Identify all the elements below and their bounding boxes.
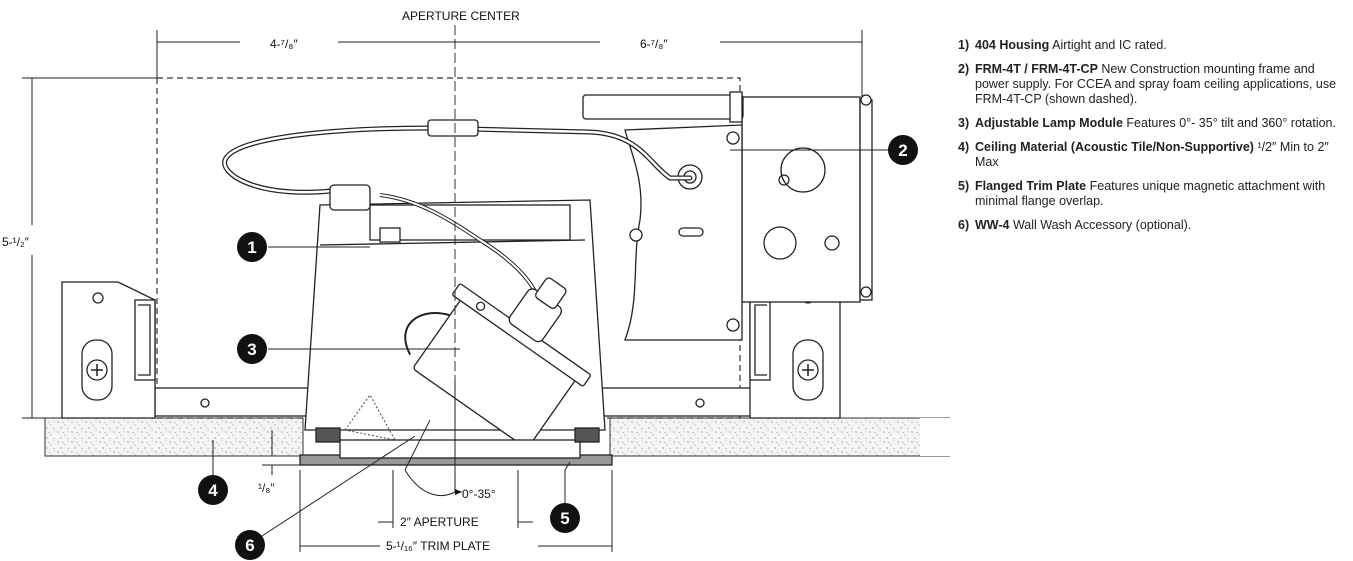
legend-item-2: 2) FRM-4T / FRM-4T-CP New Construction m… <box>958 62 1348 107</box>
svg-text:6: 6 <box>245 536 254 555</box>
callout-3: 3 <box>237 334 267 364</box>
ceiling-material <box>44 417 950 457</box>
legend-description: Features 0°- 35° tilt and 360° rotation. <box>1122 116 1336 130</box>
wall-wash-outline <box>344 394 396 441</box>
aperture-center-label: APERTURE CENTER <box>402 9 520 23</box>
legend-description: ¹/2″ Min to 2″ Max <box>975 140 1329 169</box>
svg-text:1: 1 <box>247 238 256 257</box>
svg-text:5: 5 <box>560 509 569 528</box>
svg-text:4: 4 <box>208 481 218 500</box>
callout-1: 1 <box>237 232 267 262</box>
gap-label: ¹/₈″ <box>258 481 275 495</box>
legend-number: 2) <box>958 62 970 76</box>
callout-4: 4 <box>198 475 228 505</box>
aperture-dimension <box>378 470 533 528</box>
callout-6: 6 <box>235 530 265 560</box>
legend-number: 1) <box>958 38 970 52</box>
legend-name: Flanged Trim Plate <box>975 179 1087 193</box>
legend-number: 3) <box>958 116 970 130</box>
callout-leaders <box>212 149 888 537</box>
legend-description: New Construction mounting frame and powe… <box>975 62 1337 106</box>
power-supply <box>582 91 873 341</box>
aperture-label: 2″ APERTURE <box>400 515 479 529</box>
legend-item-1: 1) 404 Housing Airtight and IC rated. <box>958 38 1348 53</box>
legend-item-3: 3) Adjustable Lamp Module Features 0°- 3… <box>958 116 1348 131</box>
legend-item-6: 6) WW-4 Wall Wash Accessory (optional). <box>958 218 1348 233</box>
legend-description: Airtight and IC rated. <box>1049 38 1167 52</box>
legend-name: 404 Housing <box>975 38 1050 52</box>
callout-5: 5 <box>550 503 580 533</box>
legend-item-5: 5) Flanged Trim Plate Features unique ma… <box>958 179 1348 209</box>
legend-name: FRM-4T / FRM-4T-CP <box>975 62 1098 76</box>
legend-number: 4) <box>958 140 970 154</box>
tilt-angle <box>404 380 462 496</box>
legend-number: 6) <box>958 218 970 232</box>
fixture-diagram: APERTURE CENTER 4-⁷/₈″ 6-⁷/₈″ 5-¹/₂″ ¹/₈… <box>2 9 950 560</box>
gap-dimension <box>262 430 300 475</box>
legend-description: Wall Wash Accessory (optional). <box>1009 218 1192 232</box>
lamp-module <box>404 277 591 448</box>
height-label: 5-¹/₂″ <box>2 235 30 249</box>
legend-name: WW-4 <box>975 218 1010 232</box>
left-width-label: 4-⁷/₈″ <box>270 37 298 51</box>
trim-label: 5-¹/₁₆″ TRIM PLATE <box>386 539 490 553</box>
top-dimension <box>156 30 863 97</box>
legend-item-4: 4) Ceiling Material (Acoustic Tile/Non-S… <box>958 140 1348 170</box>
callout-2: 2 <box>888 135 918 165</box>
legend: 1) 404 Housing Airtight and IC rated. 2)… <box>958 38 1348 242</box>
trim-plate <box>299 427 613 466</box>
svg-text:2: 2 <box>898 141 907 160</box>
cable-connector <box>427 119 479 137</box>
tilt-label: 0°-35° <box>462 487 496 501</box>
legend-number: 5) <box>958 179 970 193</box>
svg-text:3: 3 <box>247 340 256 359</box>
right-width-label: 6-⁷/₈″ <box>640 37 668 51</box>
legend-name: Adjustable Lamp Module <box>975 116 1123 130</box>
height-dimension <box>22 77 157 419</box>
legend-description: Features unique magnetic attachment with… <box>975 179 1326 208</box>
legend-name: Ceiling Material (Acoustic Tile/Non-Supp… <box>975 140 1254 154</box>
